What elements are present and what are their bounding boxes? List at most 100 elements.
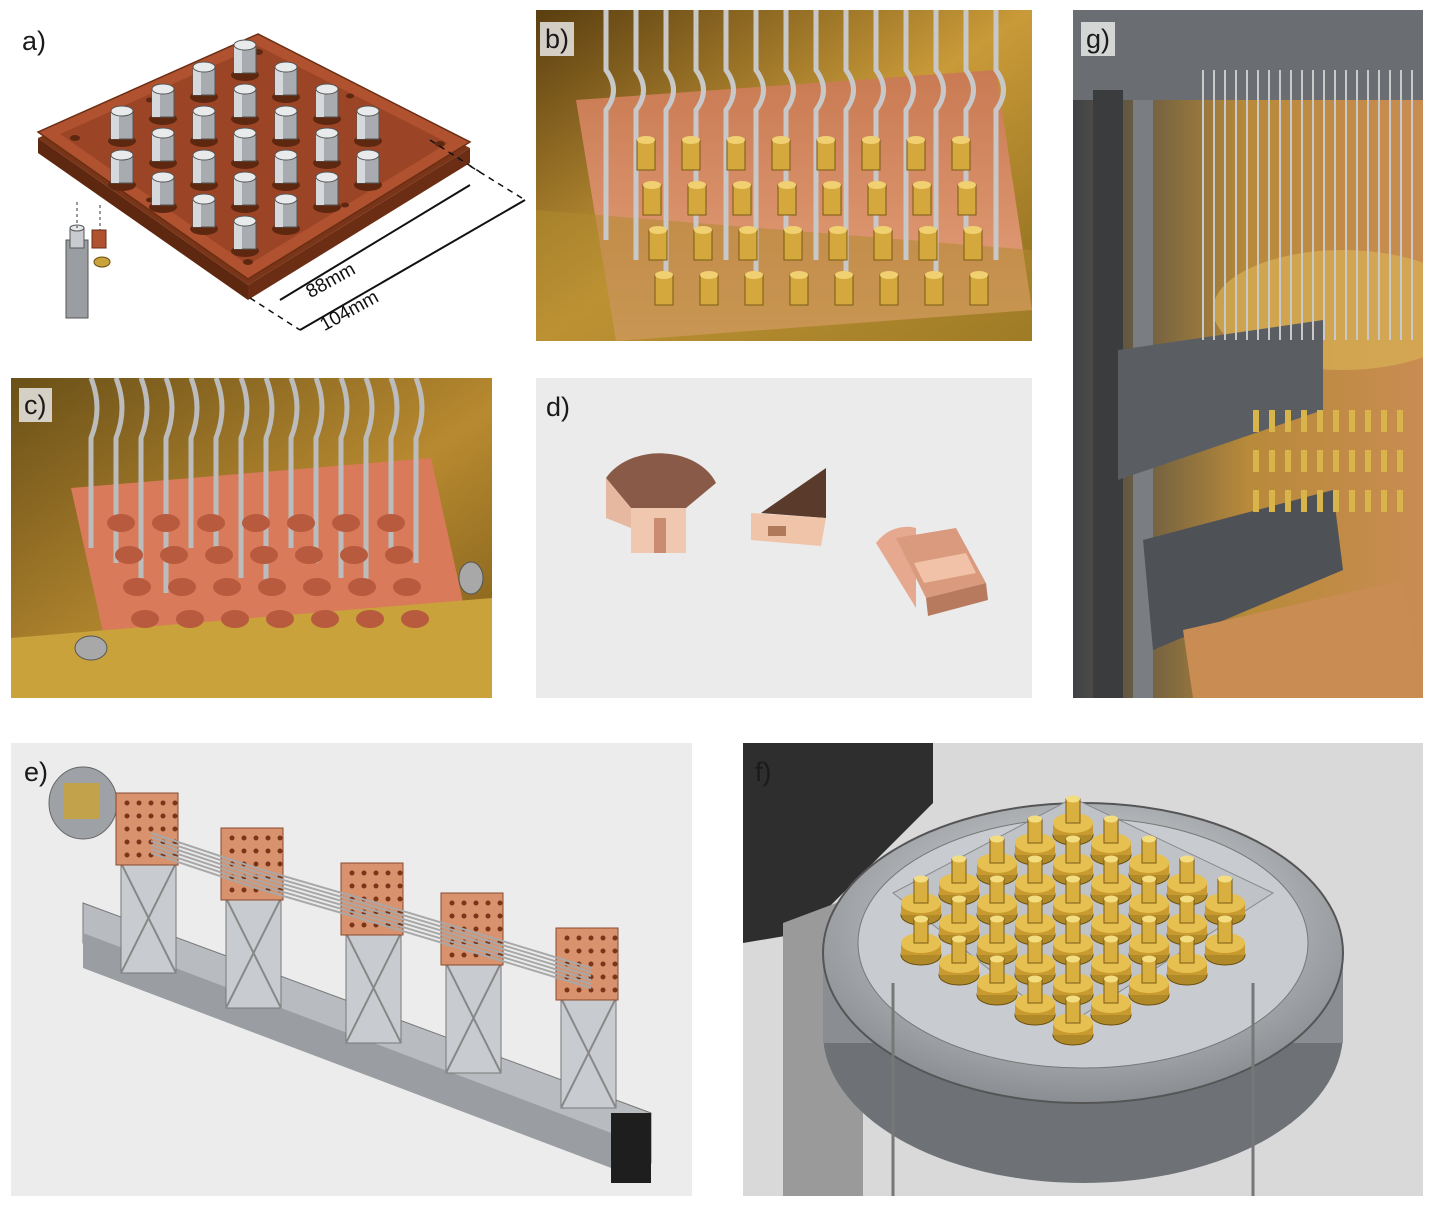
cad-connector [313,127,341,169]
gold-connector [789,271,809,306]
cad-connector [231,171,259,213]
photo-g [1073,10,1423,698]
copper-hole [168,578,196,596]
cad-connector-grid [108,39,382,257]
cad-connector [231,127,259,169]
gold-connector [879,271,899,306]
copper-hole [131,610,159,628]
cad-connector [354,105,382,147]
cad-connector [272,61,300,103]
photo-d [536,378,1032,698]
gold-sma-connector [1014,895,1056,946]
gold-connector [828,226,848,261]
gold-connector [777,181,797,216]
gold-sma-connector [976,835,1018,886]
gold-connector [732,181,752,216]
gold-connector [1317,490,1323,512]
gold-connector [1381,410,1387,432]
copper-hole [303,578,331,596]
gold-sma-connector [1052,875,1094,926]
copper-hole [221,610,249,628]
gold-connector [1397,490,1403,512]
cad-connector [190,61,218,103]
copper-hole [356,610,384,628]
photo-c [11,378,492,698]
gold-connector [681,136,701,171]
copper-hole [377,514,405,532]
gold-connector [687,181,707,216]
panel-b-label: b) [540,22,575,56]
photo-e [11,743,692,1196]
gold-connector [906,136,926,171]
copper-hole [107,514,135,532]
cad-connector [190,105,218,147]
gold-sma-connector [1204,915,1246,966]
gold-sma-connector [938,855,980,906]
copper-hole [205,546,233,564]
plate-stand [220,827,284,1009]
gold-sma-connector [1166,895,1208,946]
gold-connector [912,181,932,216]
cad-connector [231,215,259,257]
gold-connector [642,181,662,216]
copper-hole [115,546,143,564]
gold-connector [1269,450,1275,472]
gold-connector [1301,450,1307,472]
gold-connector [1397,410,1403,432]
clamp-piece-semicircle [606,453,716,553]
copper-hole [242,514,270,532]
gold-sma-connector [1014,815,1056,866]
gold-connector [1285,450,1291,472]
copper-hole [385,546,413,564]
dimension-lines [249,139,526,331]
gold-sma-connector [1090,855,1132,906]
gold-connector [816,136,836,171]
panel-b-photo-connectors: b) [536,10,1032,341]
cad-connector [190,193,218,235]
gold-connector [867,181,887,216]
copper-hole [213,578,241,596]
panel-f-photo-feedthrough: f) [743,743,1423,1196]
gold-connector [1301,490,1307,512]
gold-sma-connector [1128,955,1170,1006]
photo-f [743,743,1423,1196]
cad-connector [354,149,382,191]
gold-sma-connector [1090,895,1132,946]
gold-connector [1333,410,1339,432]
plate-stand [115,792,179,974]
copper-hole [176,610,204,628]
gold-connector [693,226,713,261]
cad-connector [108,105,136,147]
gold-connector [1253,490,1259,512]
cad-connector [108,149,136,191]
copper-hole [311,610,339,628]
gold-sma-connector [1052,995,1094,1046]
gold-connector [654,271,674,306]
gold-connector [1269,490,1275,512]
copper-hole [160,546,188,564]
gold-connector [924,271,944,306]
gold-connector [744,271,764,306]
gold-connector [1365,490,1371,512]
gold-connector [861,136,881,171]
panel-c-label: c) [19,388,52,422]
gold-sma-connector [1128,915,1170,966]
gold-sma-connector [900,875,942,926]
gold-connector [1285,410,1291,432]
panel-d-photo-clamp-pieces: d) [536,378,1032,698]
gold-sma-connector [1166,855,1208,906]
gold-connector [648,226,668,261]
panel-g-photo-cryostat: g) [1073,10,1423,698]
panel-a-label: a) [22,26,47,56]
gold-connector [1333,450,1339,472]
cad-connector [149,127,177,169]
gold-connector [834,271,854,306]
cad-connector [272,193,300,235]
gold-sma-connector [1204,875,1246,926]
panel-d-label: d) [546,392,571,422]
copper-hole [348,578,376,596]
gold-connector [771,136,791,171]
gold-sma-connector [1014,855,1056,906]
copper-hole [152,514,180,532]
gold-connector [1317,450,1323,472]
